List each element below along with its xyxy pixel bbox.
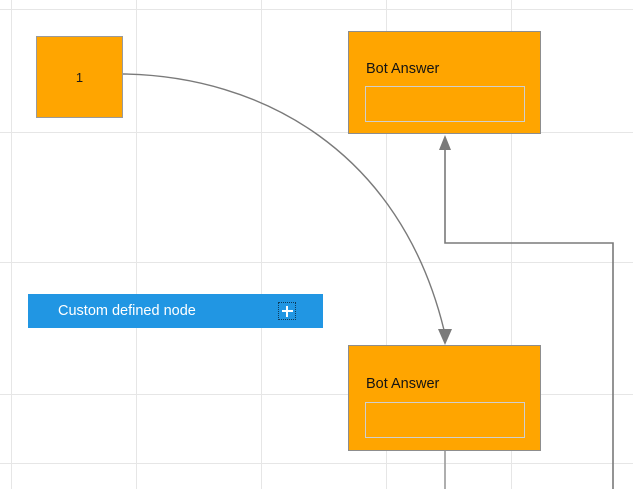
node-bot-answer-top-field[interactable] bbox=[365, 86, 525, 122]
edge-curved-connector[interactable] bbox=[122, 73, 452, 345]
node-bot-answer-top[interactable]: Bot Answer bbox=[348, 31, 541, 134]
node-bot-answer-bottom-title: Bot Answer bbox=[366, 376, 440, 392]
custom-defined-node-button[interactable]: Custom defined node bbox=[28, 294, 323, 328]
node-square-1-label: 1 bbox=[75, 69, 84, 85]
plus-icon-vertical-bar bbox=[285, 305, 289, 317]
node-square-1[interactable]: 1 bbox=[36, 36, 123, 118]
node-bot-answer-bottom-field[interactable] bbox=[365, 402, 525, 438]
edge-orthogonal-connector[interactable] bbox=[439, 135, 614, 489]
plus-icon[interactable] bbox=[278, 302, 296, 320]
node-bot-answer-bottom[interactable]: Bot Answer bbox=[348, 345, 541, 451]
node-bot-answer-top-title: Bot Answer bbox=[366, 61, 440, 77]
custom-defined-node-label: Custom defined node bbox=[58, 303, 196, 319]
